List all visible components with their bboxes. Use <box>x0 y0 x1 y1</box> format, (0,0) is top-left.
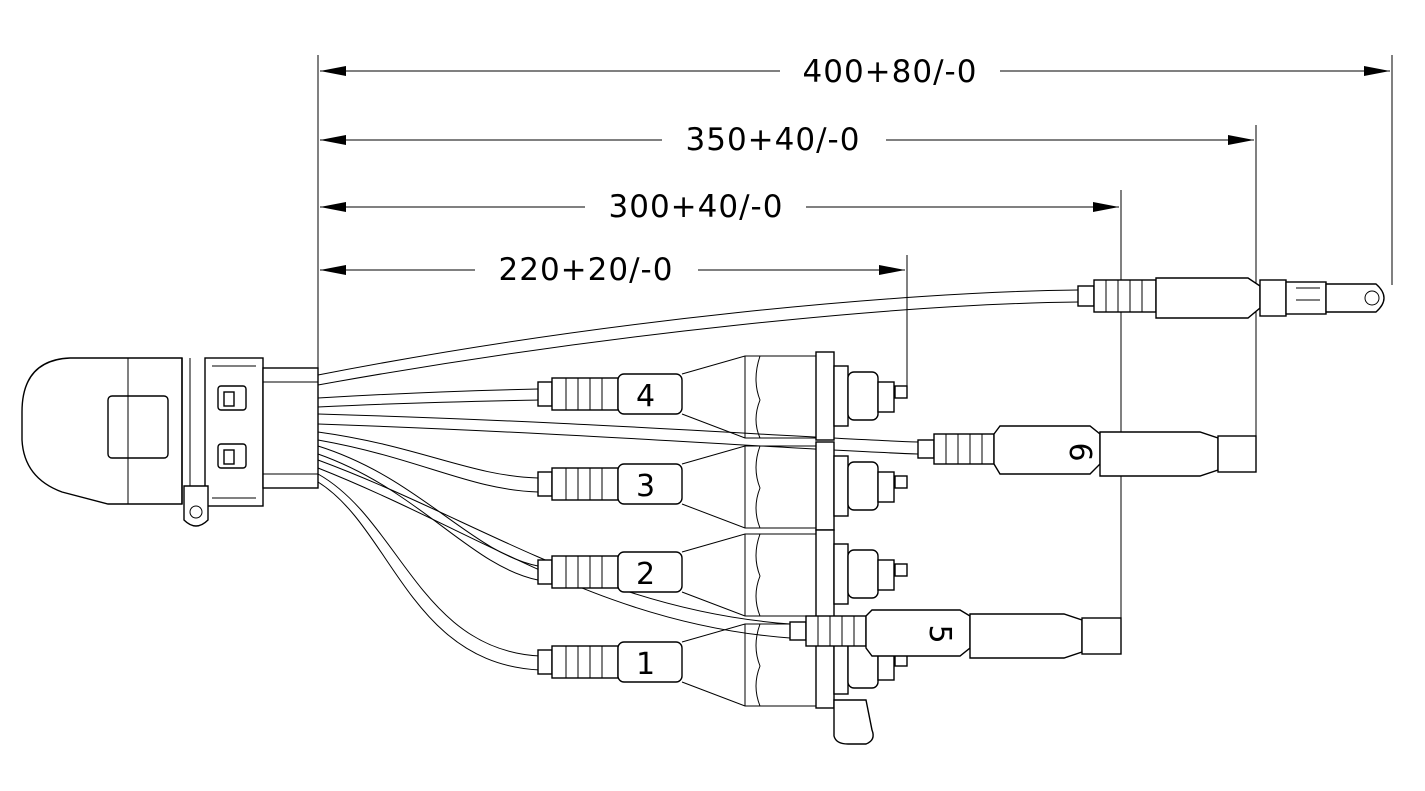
leg-2-label: 2 <box>636 557 655 592</box>
leg-1-label: 1 <box>636 647 655 682</box>
leg-6: 6 <box>917 425 1257 477</box>
dimension-350: 350+40/-0 <box>320 122 1257 470</box>
leg-6-label: 6 <box>1062 442 1097 461</box>
top-plug-connector <box>1077 277 1385 319</box>
dimension-300: 300+40/-0 <box>320 189 1122 648</box>
leg-5-label: 5 <box>922 624 957 643</box>
leg-2: 2 <box>537 529 908 619</box>
leg-3: 3 <box>537 441 908 531</box>
dimension-220: 220+20/-0 <box>320 252 908 395</box>
dimension-400: 400+80/-0 <box>320 54 1393 285</box>
dimension-400-label: 400+80/-0 <box>803 54 978 90</box>
leg-5: 5 <box>789 609 1122 659</box>
leg-1: 1 <box>537 619 908 745</box>
main-connector-housing <box>21 357 319 527</box>
leg-4: 4 <box>537 351 908 441</box>
dimension-300-label: 300+40/-0 <box>609 189 784 225</box>
leg-3-label: 3 <box>636 469 655 504</box>
dimension-350-label: 350+40/-0 <box>686 122 861 158</box>
dimension-220-label: 220+20/-0 <box>499 252 674 288</box>
dimension-lines: 400+80/-0 350+40/-0 300+40/-0 <box>317 54 1393 648</box>
leg-4-label: 4 <box>636 379 655 414</box>
